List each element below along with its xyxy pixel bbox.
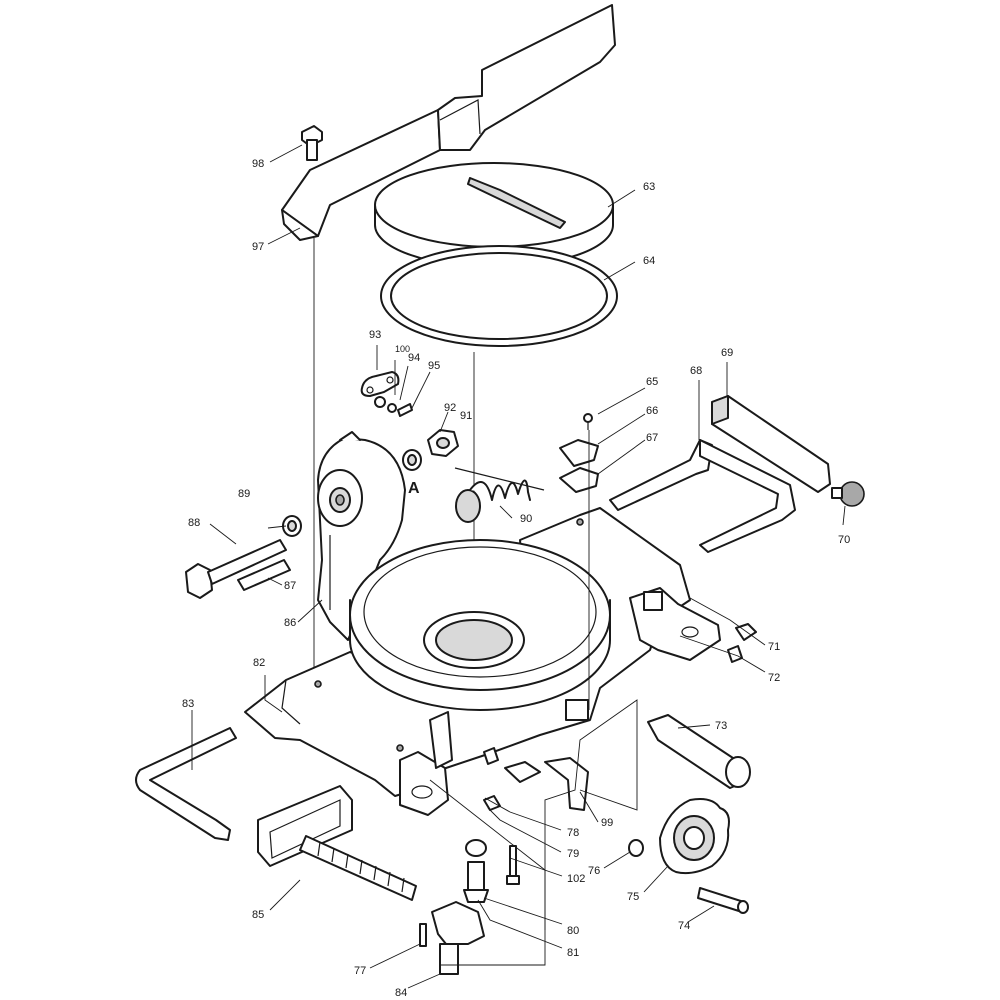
washer-part-76 [628,839,644,857]
callout-92: 92 [444,402,456,414]
callout-66: 66 [646,405,658,417]
marker-a: A [408,480,420,497]
callout-89: 89 [238,488,250,500]
rod-part-83 [135,727,237,841]
callout-95: 95 [428,360,440,372]
bolt-part-98 [301,125,323,161]
callout-98: 98 [252,158,264,170]
callout-80: 80 [567,925,579,937]
plate-part-67 [559,467,599,493]
callout-84: 84 [395,987,407,999]
callout-64: 64 [643,255,655,267]
callout-79: 79 [567,848,579,860]
plate-part-78 [504,761,541,783]
callout-71: 71 [768,641,780,653]
grip-part-73 [647,714,751,789]
spring-part-90 [454,467,545,523]
knob-part-70 [831,481,865,507]
screw-part-79 [483,747,501,811]
callout-82: 82 [253,657,265,669]
callout-labels: 98 97 63 64 93 100 94 95 92 91 90 65 66 … [182,158,850,999]
ring-part-64 [380,245,618,347]
callout-69: 69 [721,347,733,359]
callout-75: 75 [627,891,639,903]
vise-plate-part-85 [257,785,353,867]
callout-88: 88 [188,517,200,529]
fence-part-97 [281,4,616,241]
washer-part-80 [465,839,487,857]
leader-lines [191,144,846,989]
knob-part-75 [659,798,730,875]
callout-76: 76 [588,865,600,877]
washer-part-92 [402,449,422,471]
screw-part-65 [583,413,593,430]
bolt-part-81 [463,861,489,903]
pin-part-74 [697,887,749,914]
callout-86: 86 [284,617,296,629]
bolt-part-88 [185,539,287,599]
callout-81: 81 [567,947,579,959]
bevel-bracket-part-86 [317,431,406,641]
callout-77: 77 [354,965,366,977]
callout-63: 63 [643,181,655,193]
handle-part-84 [431,901,485,975]
callout-91: 91 [460,410,472,422]
callout-73: 73 [715,720,727,732]
callout-78: 78 [567,827,579,839]
pin-part-87 [237,559,291,591]
screw-part-72 [727,645,743,663]
pin-part-77 [419,923,427,947]
callout-70: 70 [838,534,850,546]
link-plate-part-93 [360,371,413,417]
callout-68: 68 [690,365,702,377]
callout-87: 87 [284,580,296,592]
callout-93: 93 [369,329,381,341]
callout-102: 102 [567,873,585,885]
callout-99: 99 [601,817,613,829]
callout-83: 83 [182,698,194,710]
callout-90: 90 [520,513,532,525]
callout-100: 100 [395,344,410,354]
rod-part-68 [609,439,796,553]
callout-67: 67 [646,432,658,444]
callout-94: 94 [408,352,420,364]
screw-part-102 [506,845,520,885]
support-part-69 [711,395,831,493]
callout-74: 74 [678,920,690,932]
callout-97: 97 [252,241,264,253]
plate-part-66 [559,439,599,467]
screw-rod-part-85 [299,835,417,901]
callout-65: 65 [646,376,658,388]
callout-72: 72 [768,672,780,684]
callout-85: 85 [252,909,264,921]
nut-part-91 [427,429,459,457]
turntable-body [349,539,611,711]
